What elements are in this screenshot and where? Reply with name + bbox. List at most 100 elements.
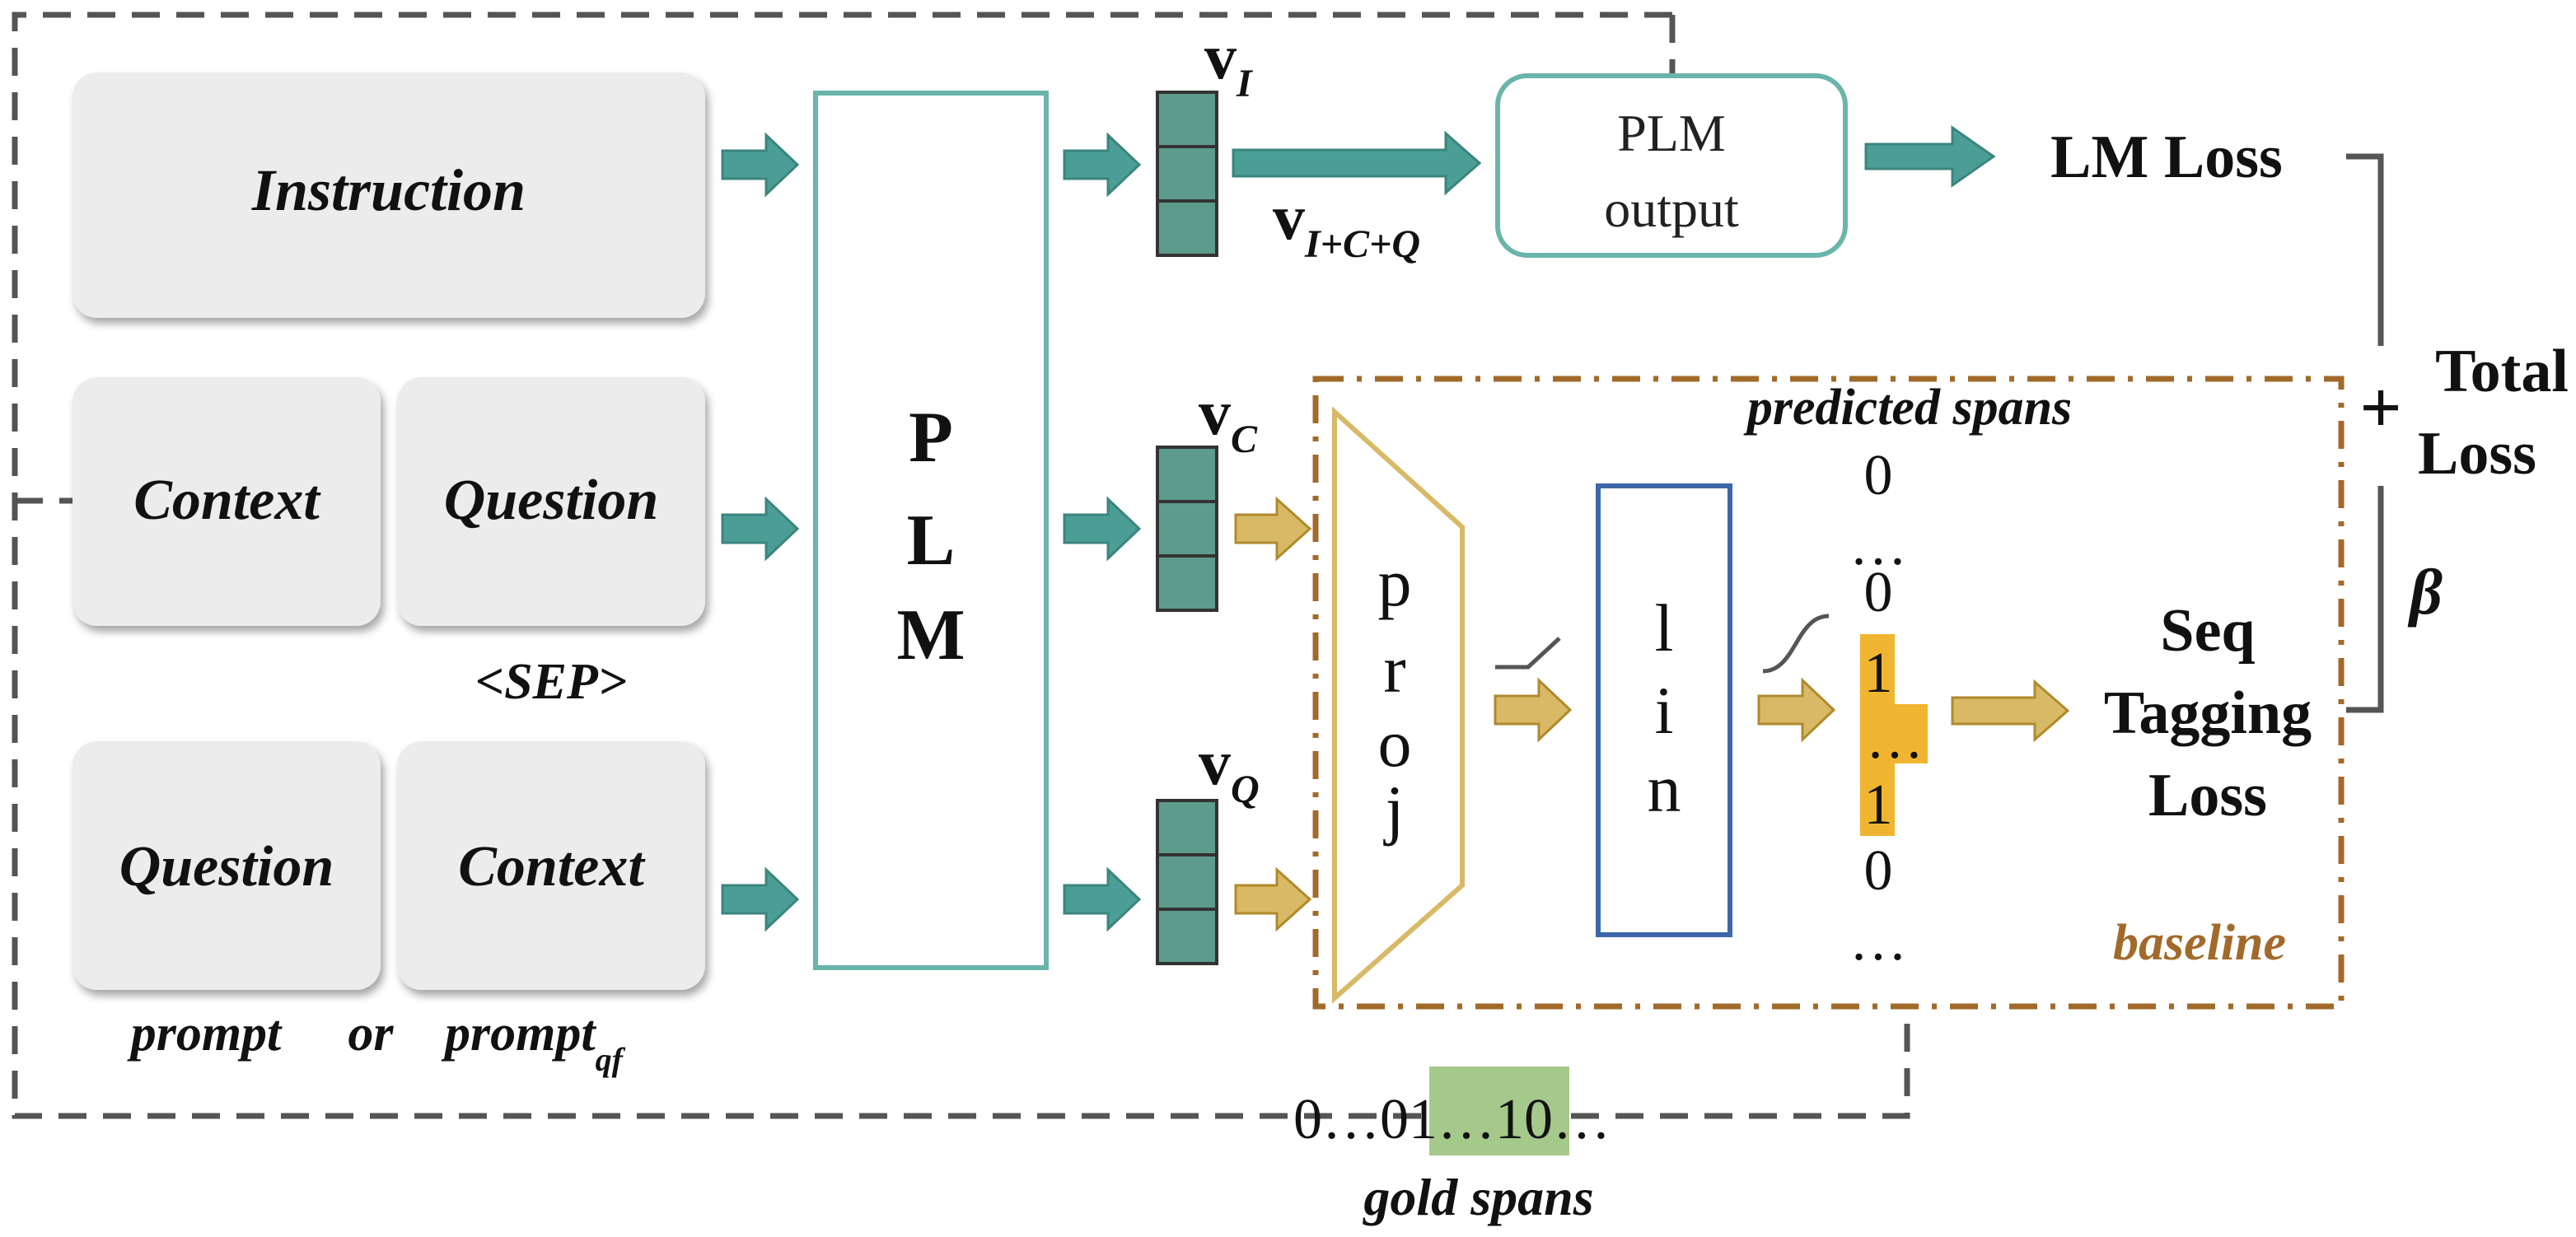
seq-loss-line2: Tagging <box>2104 679 2312 747</box>
sep-label: <SEP> <box>475 654 627 710</box>
arrow-plm-to-vq <box>1063 866 1142 932</box>
predicted-value: 1 <box>1864 642 1893 705</box>
context-box-row3 <box>397 741 705 990</box>
vq-sub: Q <box>1231 768 1260 811</box>
context-label-row3: Context <box>458 835 646 899</box>
outer-dashed-frame <box>12 12 1910 1119</box>
plm-letter-l: L <box>907 501 956 581</box>
relu-icon <box>1495 637 1561 670</box>
predicted-value: 0 <box>1864 444 1893 507</box>
vector-vc <box>1156 446 1218 612</box>
arrow-to-lm-loss <box>1864 125 1996 188</box>
plm-letter-m: M <box>896 595 965 675</box>
or-label: or <box>348 1006 394 1062</box>
question-box-row3 <box>72 741 381 990</box>
vq-label: vQ <box>1199 726 1260 811</box>
prompt-qf-base: prompt <box>441 1006 596 1062</box>
plm-output-line2: output <box>1604 180 1739 238</box>
plm-box <box>813 91 1049 970</box>
predicted-value: 1 <box>1864 773 1893 837</box>
plus-sign: + <box>2359 367 2401 449</box>
lm-loss-label: LM Loss <box>2050 124 2283 191</box>
gold-spans-label: gold spans <box>1362 1168 1593 1226</box>
prompt-qf-sub: qf <box>596 1041 626 1078</box>
plm-output-arrows <box>1063 132 1142 932</box>
vicq-sub: I+C+Q <box>1304 222 1420 266</box>
vector-vi-cell <box>1156 199 1218 257</box>
lin-box <box>1596 483 1732 937</box>
predicted-highlight-extension <box>1895 704 1928 763</box>
seq-loss-line3: Loss <box>2148 762 2267 829</box>
proj-letter-p: p <box>1378 545 1412 620</box>
arrow-vc-to-proj <box>1234 496 1312 562</box>
prompt-qf-label: promptqf <box>441 1006 626 1078</box>
vector-vq-cell <box>1156 853 1218 911</box>
gold-arrows-into-proj <box>1234 496 1312 932</box>
vector-vi-cell <box>1156 91 1218 148</box>
arrow-plm-to-vi <box>1063 132 1142 198</box>
gold-post: 0… <box>1524 1088 1611 1151</box>
proj-letter-r: r <box>1383 632 1405 707</box>
instruction-label: Instruction <box>251 157 526 223</box>
predicted-value: … <box>1866 707 1924 771</box>
question-box-row2 <box>397 377 705 626</box>
loss-bracket-top <box>2346 153 2384 346</box>
beta-label: β <box>2407 556 2443 628</box>
predicted-value: … <box>1849 909 1907 973</box>
vq-letter: v <box>1199 726 1231 798</box>
vicq-letter: v <box>1273 181 1305 253</box>
prompt-label: prompt <box>127 1006 283 1062</box>
vi-letter: v <box>1204 21 1237 92</box>
predicted-value: … <box>1849 514 1907 577</box>
loss-bracket-bottom <box>2346 486 2384 713</box>
gold-highlight <box>1429 1067 1569 1155</box>
vc-label: vC <box>1199 376 1258 461</box>
vector-vi-cell <box>1156 145 1218 203</box>
arrow-proj-to-lin <box>1494 677 1573 743</box>
arrow-vi-to-plm-output <box>1232 130 1482 196</box>
arrow-context-question-to-plm <box>721 496 800 562</box>
gold-highlight-text: 1…1 <box>1409 1088 1524 1151</box>
input-arrows <box>721 132 800 932</box>
arrow-to-seq-loss <box>1951 679 2070 743</box>
vector-vc-cell <box>1156 446 1218 503</box>
baseline-label: baseline <box>2113 915 2286 971</box>
predicted-value: 0 <box>1864 839 1893 903</box>
context-box-row2 <box>72 377 381 626</box>
gold-pre: 0…0 <box>1293 1088 1409 1151</box>
lin-letter-n: n <box>1648 751 1681 826</box>
predicted-spans-label: predicted spans <box>1743 380 2072 436</box>
plm-output-line1: PLM <box>1617 104 1726 162</box>
arrow-question-context-to-plm <box>721 866 800 932</box>
vi-sub: I <box>1236 62 1254 105</box>
sigmoid-icon <box>1762 614 1830 674</box>
baseline-frame <box>1312 376 2345 1010</box>
lin-letter-l: l <box>1655 590 1674 665</box>
total-loss-line2: Loss <box>2418 420 2536 488</box>
question-label-row2: Question <box>444 469 659 532</box>
vector-vc-cell <box>1156 500 1218 558</box>
vector-vq-cell <box>1156 799 1218 857</box>
arrow-plm-to-vc <box>1063 496 1142 562</box>
vector-vq <box>1156 799 1218 965</box>
proj-letter-j: j <box>1383 772 1405 847</box>
predicted-highlight <box>1860 634 1895 836</box>
vc-letter: v <box>1199 376 1231 448</box>
lin-letter-i: i <box>1655 673 1674 748</box>
vi-label: vI <box>1204 21 1254 105</box>
arrow-vq-to-proj <box>1234 866 1312 932</box>
vector-vq-cell <box>1156 908 1218 965</box>
proj-trapezoid <box>1332 406 1465 1004</box>
instruction-box <box>72 72 705 318</box>
vicq-label: vI+C+Q <box>1273 181 1420 266</box>
arrow-instruction-to-plm <box>721 132 800 198</box>
question-label-row3: Question <box>119 835 334 899</box>
seq-loss-line1: Seq <box>2160 597 2255 665</box>
arrow-lin-to-predictions <box>1757 677 1836 743</box>
predicted-value: 0 <box>1864 561 1893 624</box>
proj-letter-o: o <box>1378 706 1412 781</box>
gold-spans-sequence: 0…01…10… <box>1293 1088 1611 1151</box>
plm-output-box <box>1495 73 1848 258</box>
